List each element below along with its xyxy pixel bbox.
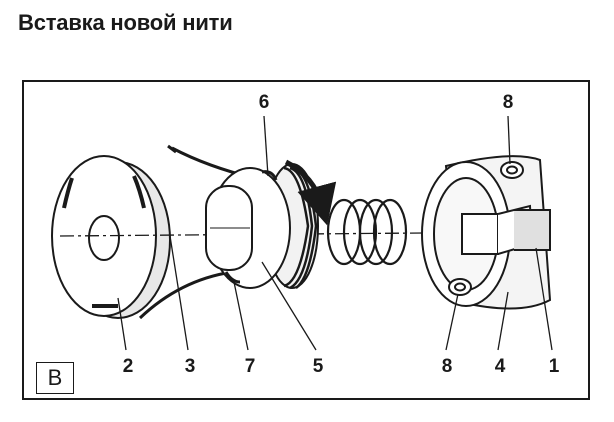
callout-3: 3: [184, 356, 196, 377]
callout-8-top: 8: [502, 92, 514, 113]
spring: [326, 198, 408, 266]
callout-leaders: [117, 115, 553, 351]
callout-4: 4: [494, 356, 506, 377]
callout-6: 6: [258, 92, 270, 113]
figure-label: B: [36, 362, 74, 394]
callout-2: 2: [122, 356, 134, 377]
spool-cover: [51, 155, 171, 319]
callout-1: 1: [548, 356, 560, 377]
figure-frame: [22, 80, 590, 400]
page-title: Вставка новой нити: [18, 10, 233, 35]
callout-8-bottom: 8: [441, 356, 453, 377]
line-spool: [205, 163, 319, 290]
rotation-arrow: [284, 159, 337, 226]
spool-housing: [421, 155, 552, 310]
callout-7: 7: [244, 356, 256, 377]
callout-5: 5: [312, 356, 324, 377]
